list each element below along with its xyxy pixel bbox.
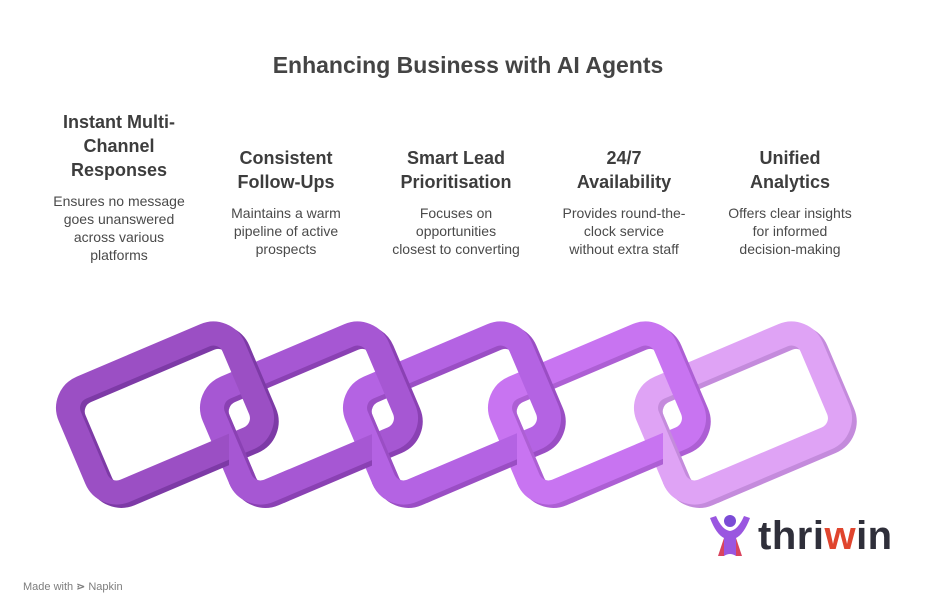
step-3-description-line: closest to converting xyxy=(392,241,520,257)
step-4-description-line: without extra staff xyxy=(569,241,679,257)
step-4-heading-line: 24/7 xyxy=(606,148,642,168)
chain-link-1 xyxy=(56,321,279,508)
chain-link-overlap-5 xyxy=(663,403,723,503)
step-3-description: Focuses on opportunities closest to conv… xyxy=(376,204,536,258)
step-1-description: Ensures no message goes unanswered acros… xyxy=(40,192,198,264)
step-3-heading-line: Smart Lead xyxy=(406,148,506,168)
step-2-heading: Consistent Follow-Ups xyxy=(206,146,366,194)
step-2-description-line: Maintains a warm xyxy=(231,205,341,221)
step-1-heading-line: Channel xyxy=(83,136,155,156)
chain-link-2 xyxy=(229,403,289,503)
step-2-description-line: prospects xyxy=(255,241,317,257)
chain-link-overlap-2 xyxy=(229,403,289,503)
thriwin-logo: thriwin xyxy=(708,512,908,560)
step-4-heading-line: Availability xyxy=(576,172,672,192)
logo-text-accent: w xyxy=(824,514,857,558)
step-2-heading-line: Follow-Ups xyxy=(237,172,335,192)
step-1-description-line: Ensures no message xyxy=(53,193,185,209)
step-2: Consistent Follow-Ups Maintains a warm p… xyxy=(206,146,366,258)
chain-link-5 xyxy=(663,403,723,503)
step-4-description: Provides round-the- clock service withou… xyxy=(544,204,704,258)
step-5-description-line: Offers clear insights xyxy=(728,205,852,221)
footer-brand: Napkin xyxy=(88,581,123,593)
step-5-heading-line: Unified xyxy=(759,148,821,168)
step-4-description-line: Provides round-the- xyxy=(562,205,686,221)
chain-link-overlap-3 xyxy=(372,403,432,503)
step-1-description-line: goes unanswered xyxy=(63,211,175,227)
step-5-heading: Unified Analytics xyxy=(710,146,870,194)
step-5-description: Offers clear insights for informed decis… xyxy=(710,204,870,258)
person-raising-hands-icon xyxy=(710,515,750,556)
chain-link-overlap-4 xyxy=(517,403,577,503)
step-4-heading: 24/7 Availability xyxy=(544,146,704,194)
step-1-heading: Instant Multi- Channel Responses xyxy=(40,110,198,182)
step-3-heading-line: Prioritisation xyxy=(400,172,512,192)
chain-link-3 xyxy=(372,403,432,503)
step-5: Unified Analytics Offers clear insights … xyxy=(710,146,870,258)
step-1-heading-line: Responses xyxy=(70,160,168,180)
step-1-heading-line: Instant Multi- xyxy=(63,112,175,132)
diagram-title: Enhancing Business with AI Agents xyxy=(272,52,664,78)
step-3: Smart Lead Prioritisation Focuses on opp… xyxy=(376,146,536,258)
step-1-description-line: across various xyxy=(73,229,165,245)
step-4: 24/7 Availability Provides round-the- cl… xyxy=(544,146,704,258)
logo-wordmark: thriwin xyxy=(758,514,893,558)
step-2-heading-line: Consistent xyxy=(239,148,333,168)
step-5-description-line: for informed xyxy=(752,223,828,239)
step-4-description-line: clock service xyxy=(583,223,665,239)
footer-prefix: Made with xyxy=(23,581,74,593)
step-2-description-line: pipeline of active xyxy=(233,223,339,239)
step-3-description-line: opportunities xyxy=(415,223,497,239)
step-2-description: Maintains a warm pipeline of active pros… xyxy=(206,204,366,258)
step-5-heading-line: Analytics xyxy=(749,172,831,192)
chain-link-4 xyxy=(517,403,577,503)
logo-text-end: in xyxy=(856,514,893,558)
step-1: Instant Multi- Channel Responses Ensures… xyxy=(40,110,198,264)
step-3-heading: Smart Lead Prioritisation xyxy=(376,146,536,194)
step-3-description-line: Focuses on xyxy=(419,205,493,221)
step-5-description-line: decision-making xyxy=(739,241,841,257)
made-with-napkin-footer: Made with⋗Napkin xyxy=(23,580,123,593)
step-1-description-line: platforms xyxy=(90,247,148,263)
logo-text-main: thri xyxy=(758,514,825,558)
napkin-icon: ⋗ xyxy=(76,581,86,593)
